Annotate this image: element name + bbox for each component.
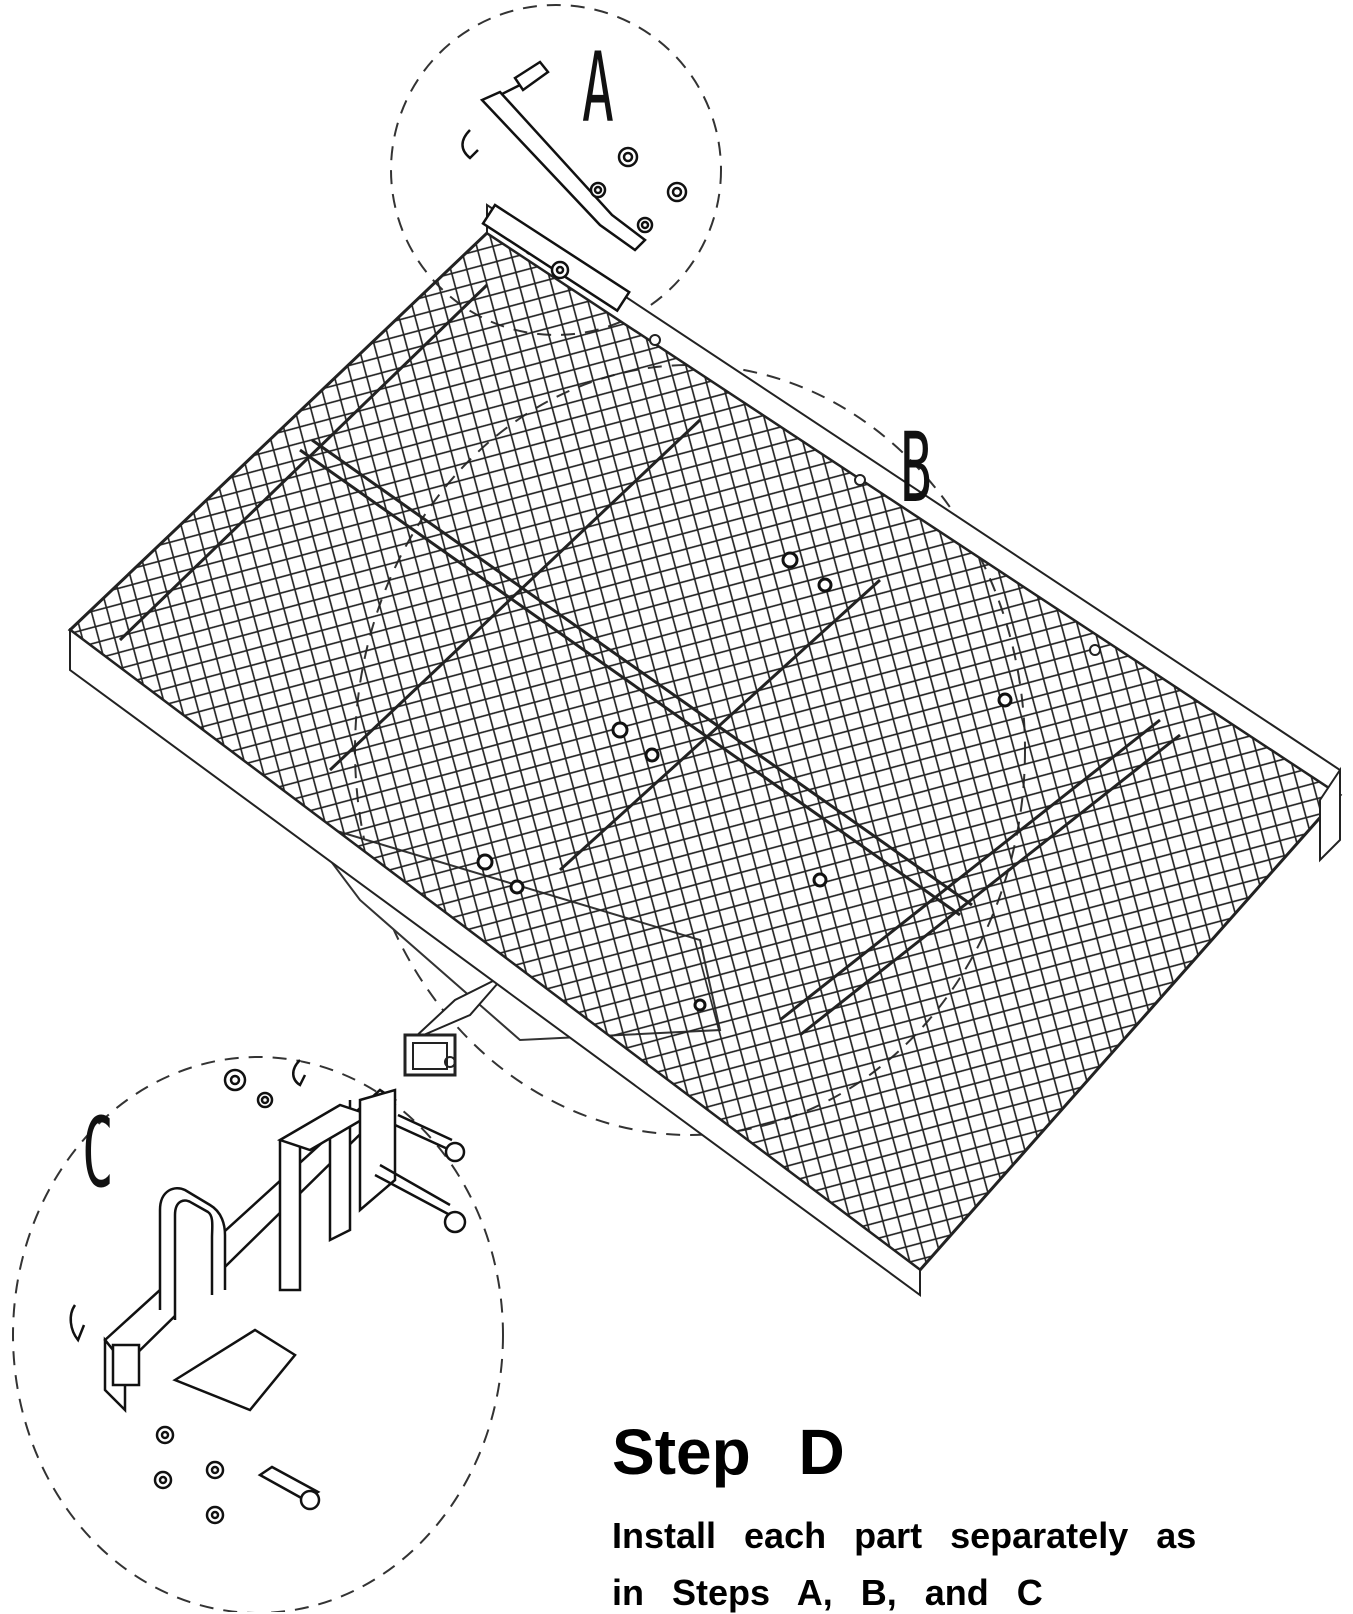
- detail-c-hardware: [69, 1059, 467, 1525]
- hitch-receiver: [403, 974, 506, 1077]
- detail-circle-a: [390, 4, 722, 336]
- detail-a-hardware: [461, 60, 688, 313]
- callout-label-c: C: [82, 1097, 114, 1209]
- callout-label-a: A: [582, 32, 614, 144]
- instructions-line-2: in Steps A, B, and C: [612, 1572, 1043, 1613]
- carrier-platform: [67, 203, 1343, 1297]
- detail-circle-c: [12, 1056, 504, 1612]
- instructions-line-1: Install each part separately as: [612, 1515, 1197, 1556]
- step-title: Step D: [612, 1416, 845, 1488]
- callout-label-b: B: [900, 412, 932, 524]
